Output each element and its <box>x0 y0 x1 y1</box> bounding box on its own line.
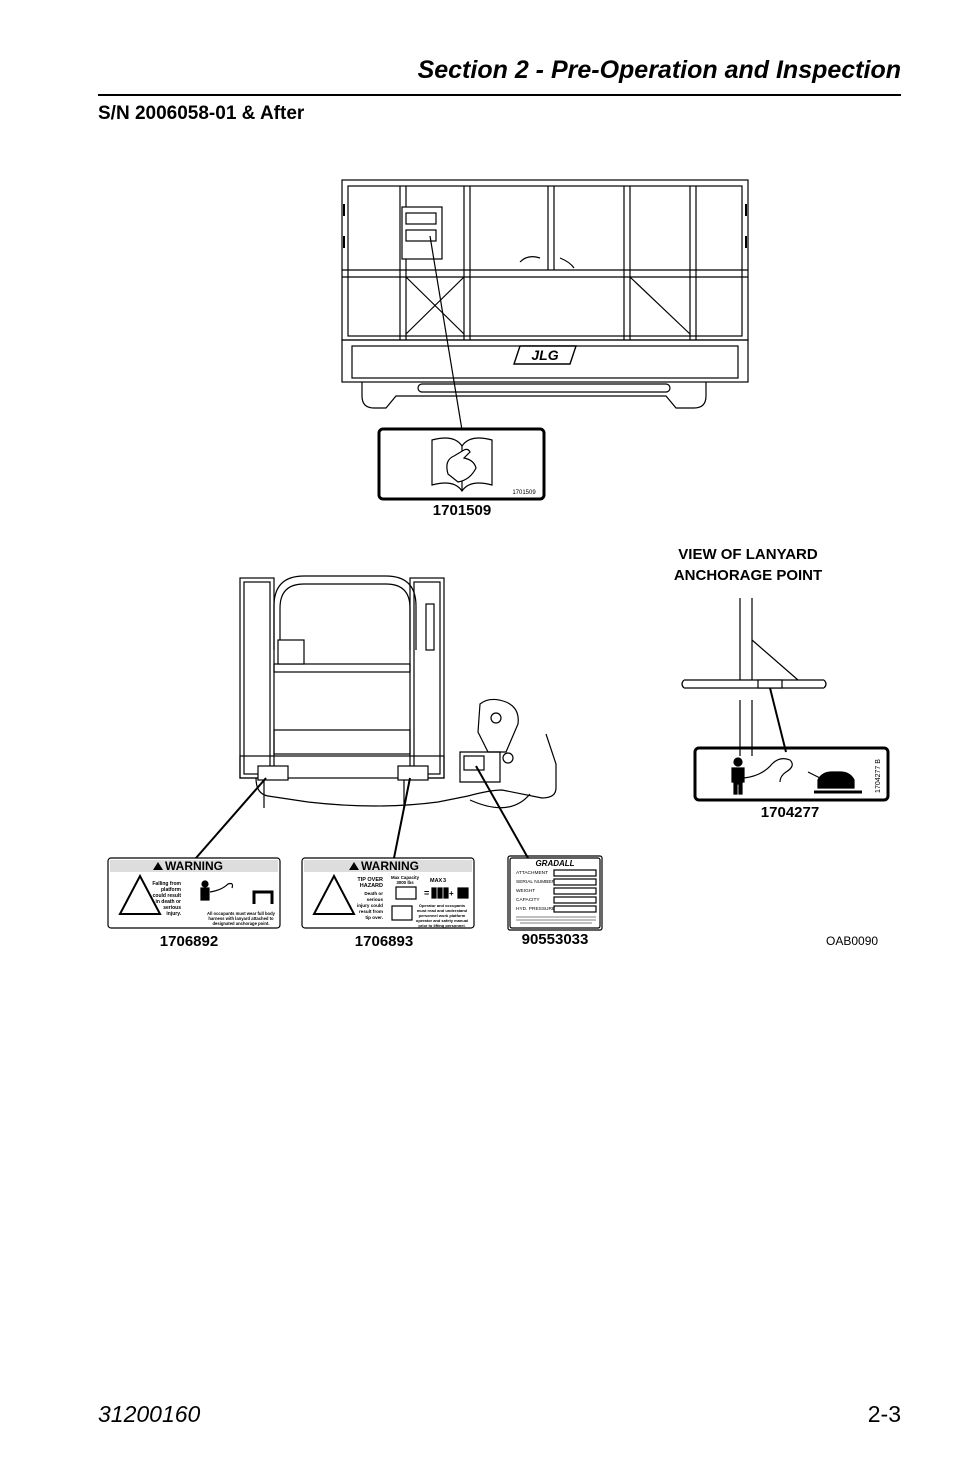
header-rule <box>98 94 901 96</box>
page-number: 2-3 <box>867 1401 901 1427</box>
svg-text:HAZARD: HAZARD <box>360 883 383 889</box>
svg-text:3000 lbs: 3000 lbs <box>396 880 414 885</box>
svg-text:result from: result from <box>359 909 383 914</box>
svg-text:1704277 B: 1704277 B <box>875 759 882 793</box>
svg-text:prior to lifting personnel.: prior to lifting personnel. <box>418 923 465 928</box>
platform-front-view <box>341 179 749 409</box>
svg-text:GRADALL: GRADALL <box>535 859 574 868</box>
svg-text:personnel work platform: personnel work platform <box>419 913 466 918</box>
svg-text:Death or: Death or <box>364 891 383 896</box>
svg-text:could result: could result <box>153 893 182 899</box>
svg-text:SERIAL NUMBER: SERIAL NUMBER <box>516 879 556 885</box>
svg-text:injury could: injury could <box>357 903 383 908</box>
svg-text:WEIGHT: WEIGHT <box>516 888 535 894</box>
svg-text:TIP OVER: TIP OVER <box>357 877 383 883</box>
svg-text:injury.: injury. <box>166 911 181 917</box>
lanyard-anchorage-view <box>681 598 827 756</box>
svg-text:=: = <box>424 888 429 898</box>
leader-line-90553033 <box>475 765 529 859</box>
svg-text:platform: platform <box>161 887 182 893</box>
svg-text:3: 3 <box>443 878 446 884</box>
decal-warning-1706892: WARNING Falling from platform could resu… <box>107 857 281 929</box>
serial-number-subtitle: S/N 2006058-01 & After <box>98 103 305 124</box>
jlg-logo: JLG <box>513 345 577 365</box>
svg-text:Max Capacity: Max Capacity <box>391 875 420 880</box>
document-number: 31200160 <box>98 1401 201 1427</box>
decal-warning-1706893: WARNING TIP OVER HAZARD Death or serious… <box>301 857 475 929</box>
svg-text:1701509: 1701509 <box>512 490 536 496</box>
part-label-90553033: 90553033 <box>521 931 589 948</box>
svg-text:CAPACITY: CAPACITY <box>516 897 540 903</box>
part-label-1706892: 1706892 <box>159 933 219 950</box>
svg-text:designated anchorage point.: designated anchorage point. <box>212 921 269 926</box>
svg-text:HYD. PRESSURE: HYD. PRESSURE <box>516 906 555 912</box>
svg-text:ATTACHMENT: ATTACHMENT <box>516 870 548 876</box>
figure-code: OAB0090 <box>826 934 879 948</box>
svg-text:Falling from: Falling from <box>152 881 181 887</box>
svg-text:harness with lanyard attached: harness with lanyard attached to <box>208 916 274 921</box>
svg-text:in death or: in death or <box>155 899 181 905</box>
svg-text:WARNING: WARNING <box>165 859 223 873</box>
leader-line-1706892 <box>195 777 267 859</box>
svg-text:serious: serious <box>163 905 181 911</box>
part-label-1704277: 1704277 <box>760 804 820 821</box>
section-title: Section 2 - Pre-Operation and Inspection <box>417 56 901 84</box>
svg-text:operator and safety manual: operator and safety manual <box>416 918 468 923</box>
decal-lanyard-1704277: 1704277 B <box>693 746 890 802</box>
svg-text:JLG: JLG <box>531 347 558 363</box>
svg-text:Operator and occupants: Operator and occupants <box>419 903 466 908</box>
svg-text:+: + <box>449 889 454 898</box>
svg-text:must read and understand: must read and understand <box>417 908 468 913</box>
svg-text:MAX: MAX <box>430 878 443 884</box>
svg-text:All occupants must wear full b: All occupants must wear full body <box>207 911 276 916</box>
lanyard-view-title: VIEW OF LANYARD ANCHORAGE POINT <box>674 544 822 586</box>
view-title-line-1: VIEW OF LANYARD <box>678 546 818 563</box>
decal-manual-1701509: 1701509 <box>377 427 546 501</box>
svg-text:WARNING: WARNING <box>361 859 419 873</box>
svg-text:tip over.: tip over. <box>365 915 383 920</box>
part-label-1706893: 1706893 <box>354 933 414 950</box>
view-title-line-2: ANCHORAGE POINT <box>673 567 823 584</box>
part-label-1701509: 1701509 <box>432 502 492 519</box>
decal-nameplate-90553033: GRADALL ATTACHMENT SERIAL NUMBER WEIGHT … <box>507 855 603 931</box>
leader-line-1706893 <box>393 777 411 859</box>
leader-line-manual <box>429 235 463 431</box>
platform-side-view <box>239 575 557 809</box>
svg-text:serious: serious <box>367 897 384 902</box>
